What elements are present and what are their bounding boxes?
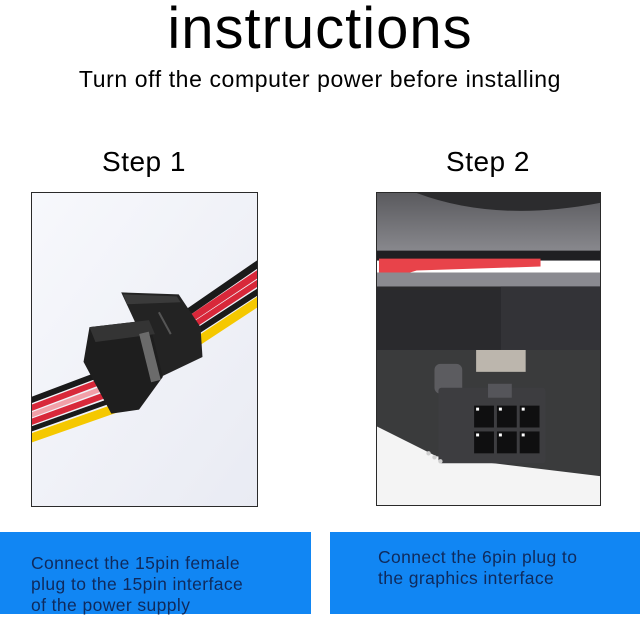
step-1-caption: Connect the 15pin female plug to the 15p…	[0, 532, 311, 615]
step-1-caption-line: of the power supply	[31, 595, 191, 615]
power-off-warning: Turn off the computer power before insta…	[78, 66, 562, 92]
step-1-image-sata-connector	[31, 192, 258, 507]
step-1-caption-line: plug to the 15pin interface	[31, 574, 244, 594]
page-title: instructions	[167, 0, 473, 61]
step-2-caption-line: the graphics interface	[378, 568, 555, 588]
step-2-caption: Connect the 6pin plug to the graphics in…	[330, 532, 640, 614]
step-1-label: Step 1	[102, 146, 186, 177]
step-2-image-gpu-6pin-socket	[376, 192, 601, 506]
step-2-label: Step 2	[446, 146, 530, 177]
step-2-caption-line: Connect the 6pin plug to	[378, 547, 578, 567]
step-1-caption-line: Connect the 15pin female	[31, 553, 241, 573]
sata-connector-illustration	[32, 193, 257, 506]
gpu-socket-illustration	[377, 193, 600, 505]
